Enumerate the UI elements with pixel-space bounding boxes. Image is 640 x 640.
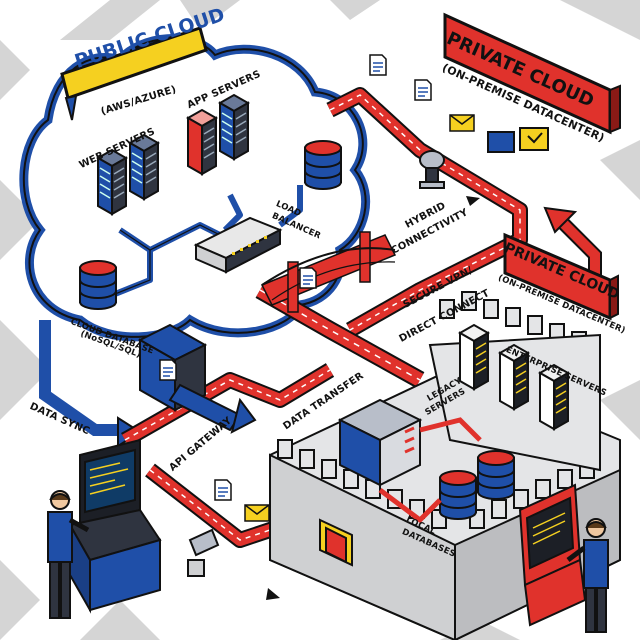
satellite-dish-icon — [419, 150, 445, 189]
legacy-server-icon — [337, 398, 423, 487]
arrow-icon — [266, 196, 480, 600]
load-balancer-icon — [193, 216, 283, 274]
data-sync-pipe — [39, 320, 120, 436]
private-cloud-top-banner — [443, 12, 621, 135]
bridge-icon — [260, 231, 397, 313]
api-gateway-icon — [137, 323, 257, 434]
terminal-workstation-icon-right — [518, 483, 587, 627]
operator-person-icon-right — [566, 518, 609, 633]
hybrid-connectivity-path — [326, 87, 528, 337]
vpn-path — [255, 282, 425, 388]
operator-person-icon — [47, 490, 90, 619]
monitor-alert-icon — [487, 127, 549, 153]
data-transfer-path — [121, 363, 335, 447]
private-cloud-mid-banner — [503, 232, 619, 321]
security-camera-icon — [187, 528, 220, 577]
public-cloud-banner — [60, 26, 208, 121]
private-cloud-up-arrow-icon — [543, 206, 602, 275]
terminal-workstation-icon — [68, 438, 162, 614]
enterprise-links — [378, 417, 482, 524]
